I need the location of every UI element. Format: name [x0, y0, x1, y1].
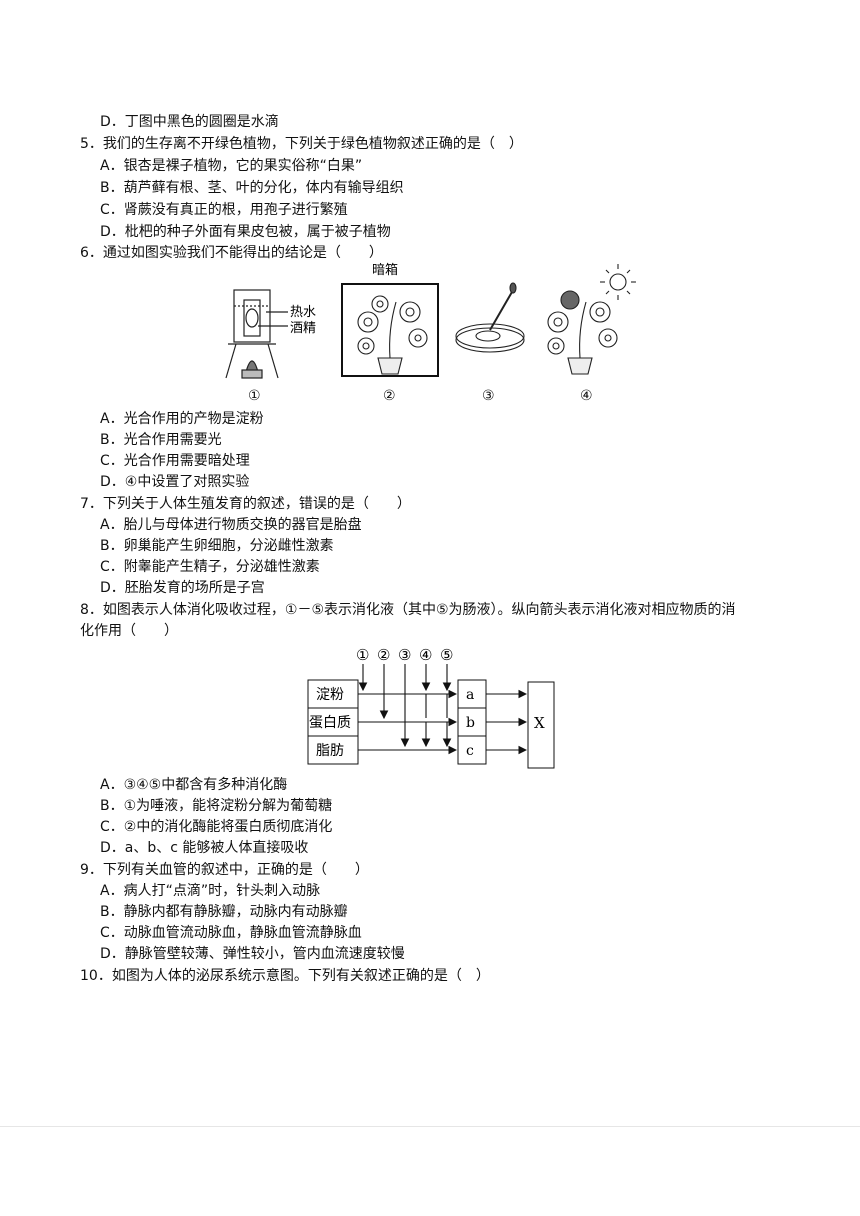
q8-stem-line1: 8．如图表示人体消化吸收过程，①－⑤表示消化液（其中⑤为肠液）。纵向箭头表示消化… — [80, 602, 736, 618]
q9-option-a: A．病人打“点滴”时，针头刺入动脉 — [100, 883, 321, 899]
q9-option-d: D．静脉管壁较薄、弹性较小，管内血流速度较慢 — [100, 946, 405, 962]
q6-option-c: C．光合作用需要暗处理 — [100, 453, 250, 469]
juice-num-3: ③ — [398, 646, 411, 664]
fig-num-1: ① — [248, 388, 261, 404]
sun-icon — [600, 264, 636, 300]
dark-box — [341, 283, 439, 377]
product-b: b — [466, 715, 475, 731]
q8-option-d: D．a、b、c 能够被人体直接吸收 — [100, 840, 309, 856]
q5-option-b: B．葫芦藓有根、茎、叶的分化，体内有输导组织 — [100, 180, 404, 196]
substance-fat: 脂肪 — [316, 743, 344, 759]
petri-dish-with-leaf — [455, 282, 525, 353]
q6-option-d: D．④中设置了对照实验 — [100, 474, 250, 490]
q8-option-c: C．②中的消化酶能将蛋白质彻底消化 — [100, 819, 333, 835]
fig-num-2: ② — [383, 388, 396, 404]
potted-plant-dark — [357, 295, 428, 375]
page-divider — [0, 1126, 860, 1127]
q10-stem: 10．如图为人体的泌尿系统示意图。下列有关叙述正确的是（ ） — [80, 968, 490, 984]
q5-option-a: A．银杏是裸子植物，它的果实俗称“白果” — [100, 158, 363, 174]
q7-option-d: D．胚胎发育的场所是子宫 — [100, 580, 265, 596]
juice-num-2: ② — [377, 646, 390, 664]
q5-option-d: D．枇杷的种子外面有果皮包被，属于被子植物 — [100, 224, 391, 240]
q7-option-b: B．卵巢能产生卵细胞，分泌雌性激素 — [100, 538, 334, 554]
q6-stem: 6．通过如图实验我们不能得出的结论是（ ） — [80, 245, 383, 261]
product-c: c — [466, 743, 474, 759]
juice-num-4: ④ — [419, 646, 432, 664]
alcohol-label: 酒精 — [290, 321, 316, 336]
substance-protein: 蛋白质 — [309, 715, 351, 731]
q6-option-a: A．光合作用的产物是淀粉 — [100, 411, 264, 427]
potted-plant-light — [547, 290, 618, 375]
q9-option-c: C．动脉血管流动脉血，静脉血管流静脉血 — [100, 925, 362, 941]
q4-option-d: D．丁图中黑色的圆圈是水滴 — [100, 114, 279, 130]
q6-experiment-figure: 热水 酒精 暗箱 — [225, 262, 636, 379]
q8-option-a: A．③④⑤中都含有多种消化酶 — [100, 777, 288, 793]
juice-num-1: ① — [356, 646, 369, 664]
q5-stem: 5．我们的生存离不开绿色植物，下列关于绿色植物叙述正确的是（ ） — [80, 136, 523, 152]
substance-starch: 淀粉 — [316, 687, 344, 703]
fig-num-4: ④ — [580, 388, 593, 404]
dark-box-label: 暗箱 — [372, 262, 398, 278]
fig-num-3: ③ — [482, 388, 495, 404]
q8-digestion-diagram: ① ② ③ ④ ⑤ 淀粉 蛋白质 脂肪 a b c X — [307, 646, 555, 769]
q5-option-c: C．肾蕨没有真正的根，用孢子进行繁殖 — [100, 202, 348, 218]
water-bath-apparatus — [225, 289, 288, 379]
q8-stem-line2: 化作用（ ） — [80, 623, 178, 639]
q6-option-b: B．光合作用需要光 — [100, 432, 222, 448]
hot-water-label: 热水 — [290, 305, 316, 320]
x-label: X — [534, 714, 545, 732]
q9-option-b: B．静脉内都有静脉瓣，动脉内有动脉瓣 — [100, 904, 348, 920]
q8-option-b: B．①为唾液，能将淀粉分解为葡萄糖 — [100, 798, 333, 814]
juice-num-5: ⑤ — [440, 646, 453, 664]
q9-stem: 9．下列有关血管的叙述中，正确的是（ ） — [80, 862, 369, 878]
q7-option-c: C．附睾能产生精子，分泌雄性激素 — [100, 559, 320, 575]
product-a: a — [466, 687, 474, 703]
q7-stem: 7．下列关于人体生殖发育的叙述，错误的是（ ） — [80, 496, 411, 512]
q7-option-a: A．胎儿与母体进行物质交换的器官是胎盘 — [100, 517, 362, 533]
box-x — [527, 681, 555, 769]
